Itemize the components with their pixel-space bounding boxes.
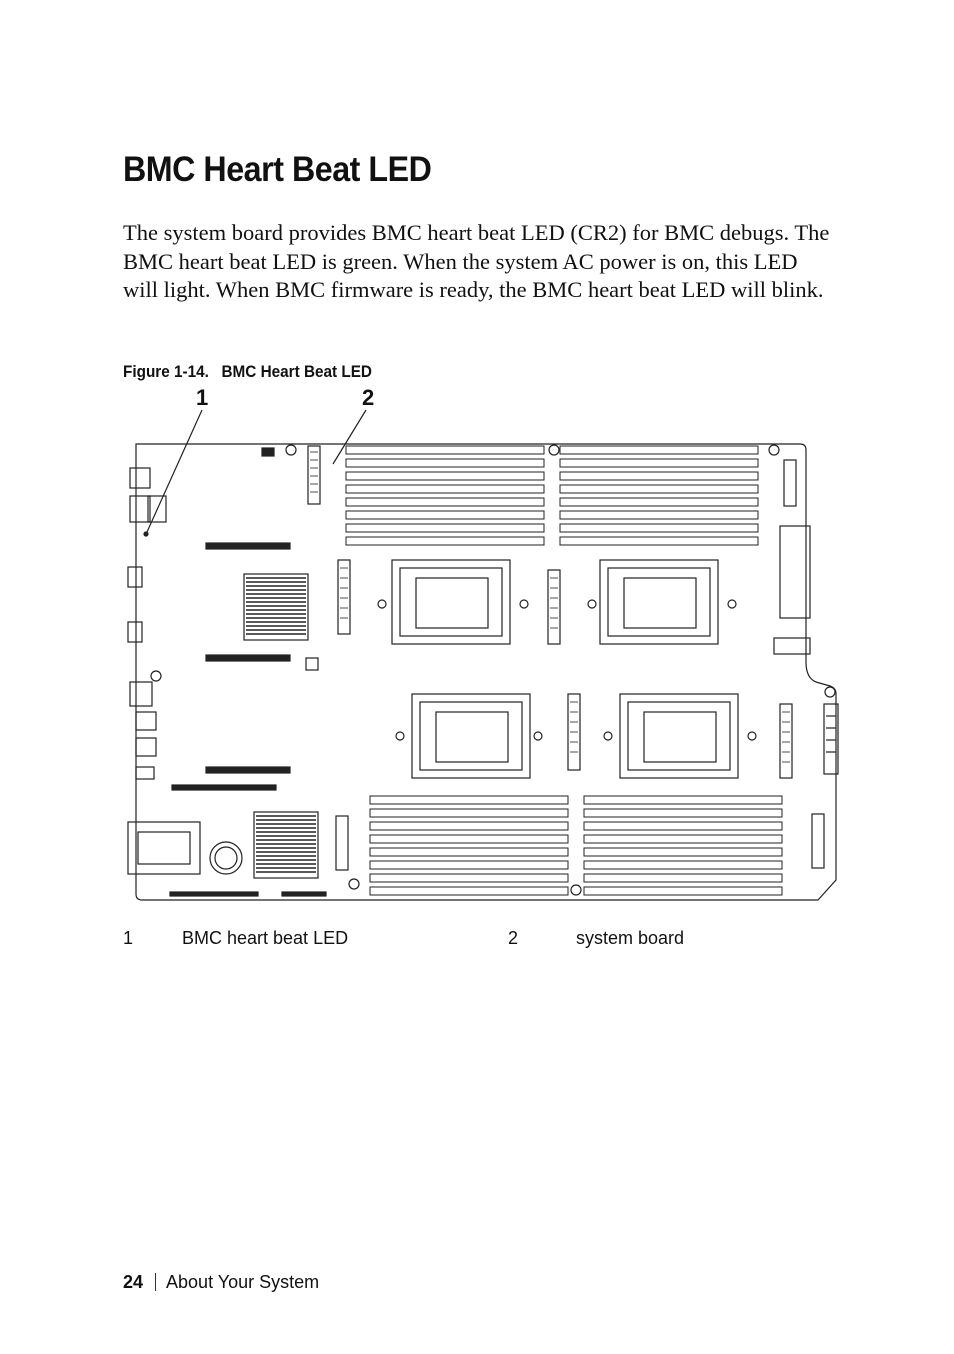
body-paragraph: The system board provides BMC heart beat…	[123, 220, 830, 302]
figure-title: BMC Heart Beat LED	[221, 362, 372, 381]
vertical-connectors	[307, 445, 825, 871]
page-footer: 24 About Your System	[123, 1272, 319, 1293]
heatsink-fins-top	[246, 577, 306, 635]
callout-2: 2	[362, 385, 374, 410]
battery	[209, 841, 243, 875]
page-heading: BMC Heart Beat LED	[123, 150, 432, 189]
board-outline	[135, 443, 837, 901]
footer-section: About Your System	[166, 1272, 320, 1292]
footer-divider	[155, 1273, 157, 1291]
page-number: 24	[123, 1272, 144, 1292]
figure-number: Figure 1-14.	[123, 362, 209, 381]
legend-label-2: system board	[576, 928, 685, 948]
system-board-diagram: 1 2	[127, 385, 839, 901]
leader-line-2	[332, 409, 367, 465]
callout-1: 1	[196, 385, 208, 410]
legend-label-1: BMC heart beat LED	[182, 928, 349, 948]
legend-num-2: 2	[508, 928, 519, 948]
leader-line-1	[146, 409, 203, 533]
figure-caption: Figure 1-14. BMC Heart Beat LED	[123, 362, 372, 382]
dimm-banks	[345, 445, 783, 896]
heatsink-fins-bottom	[256, 815, 316, 873]
legend-num-1: 1	[123, 928, 134, 948]
cpu-sockets	[377, 559, 757, 779]
